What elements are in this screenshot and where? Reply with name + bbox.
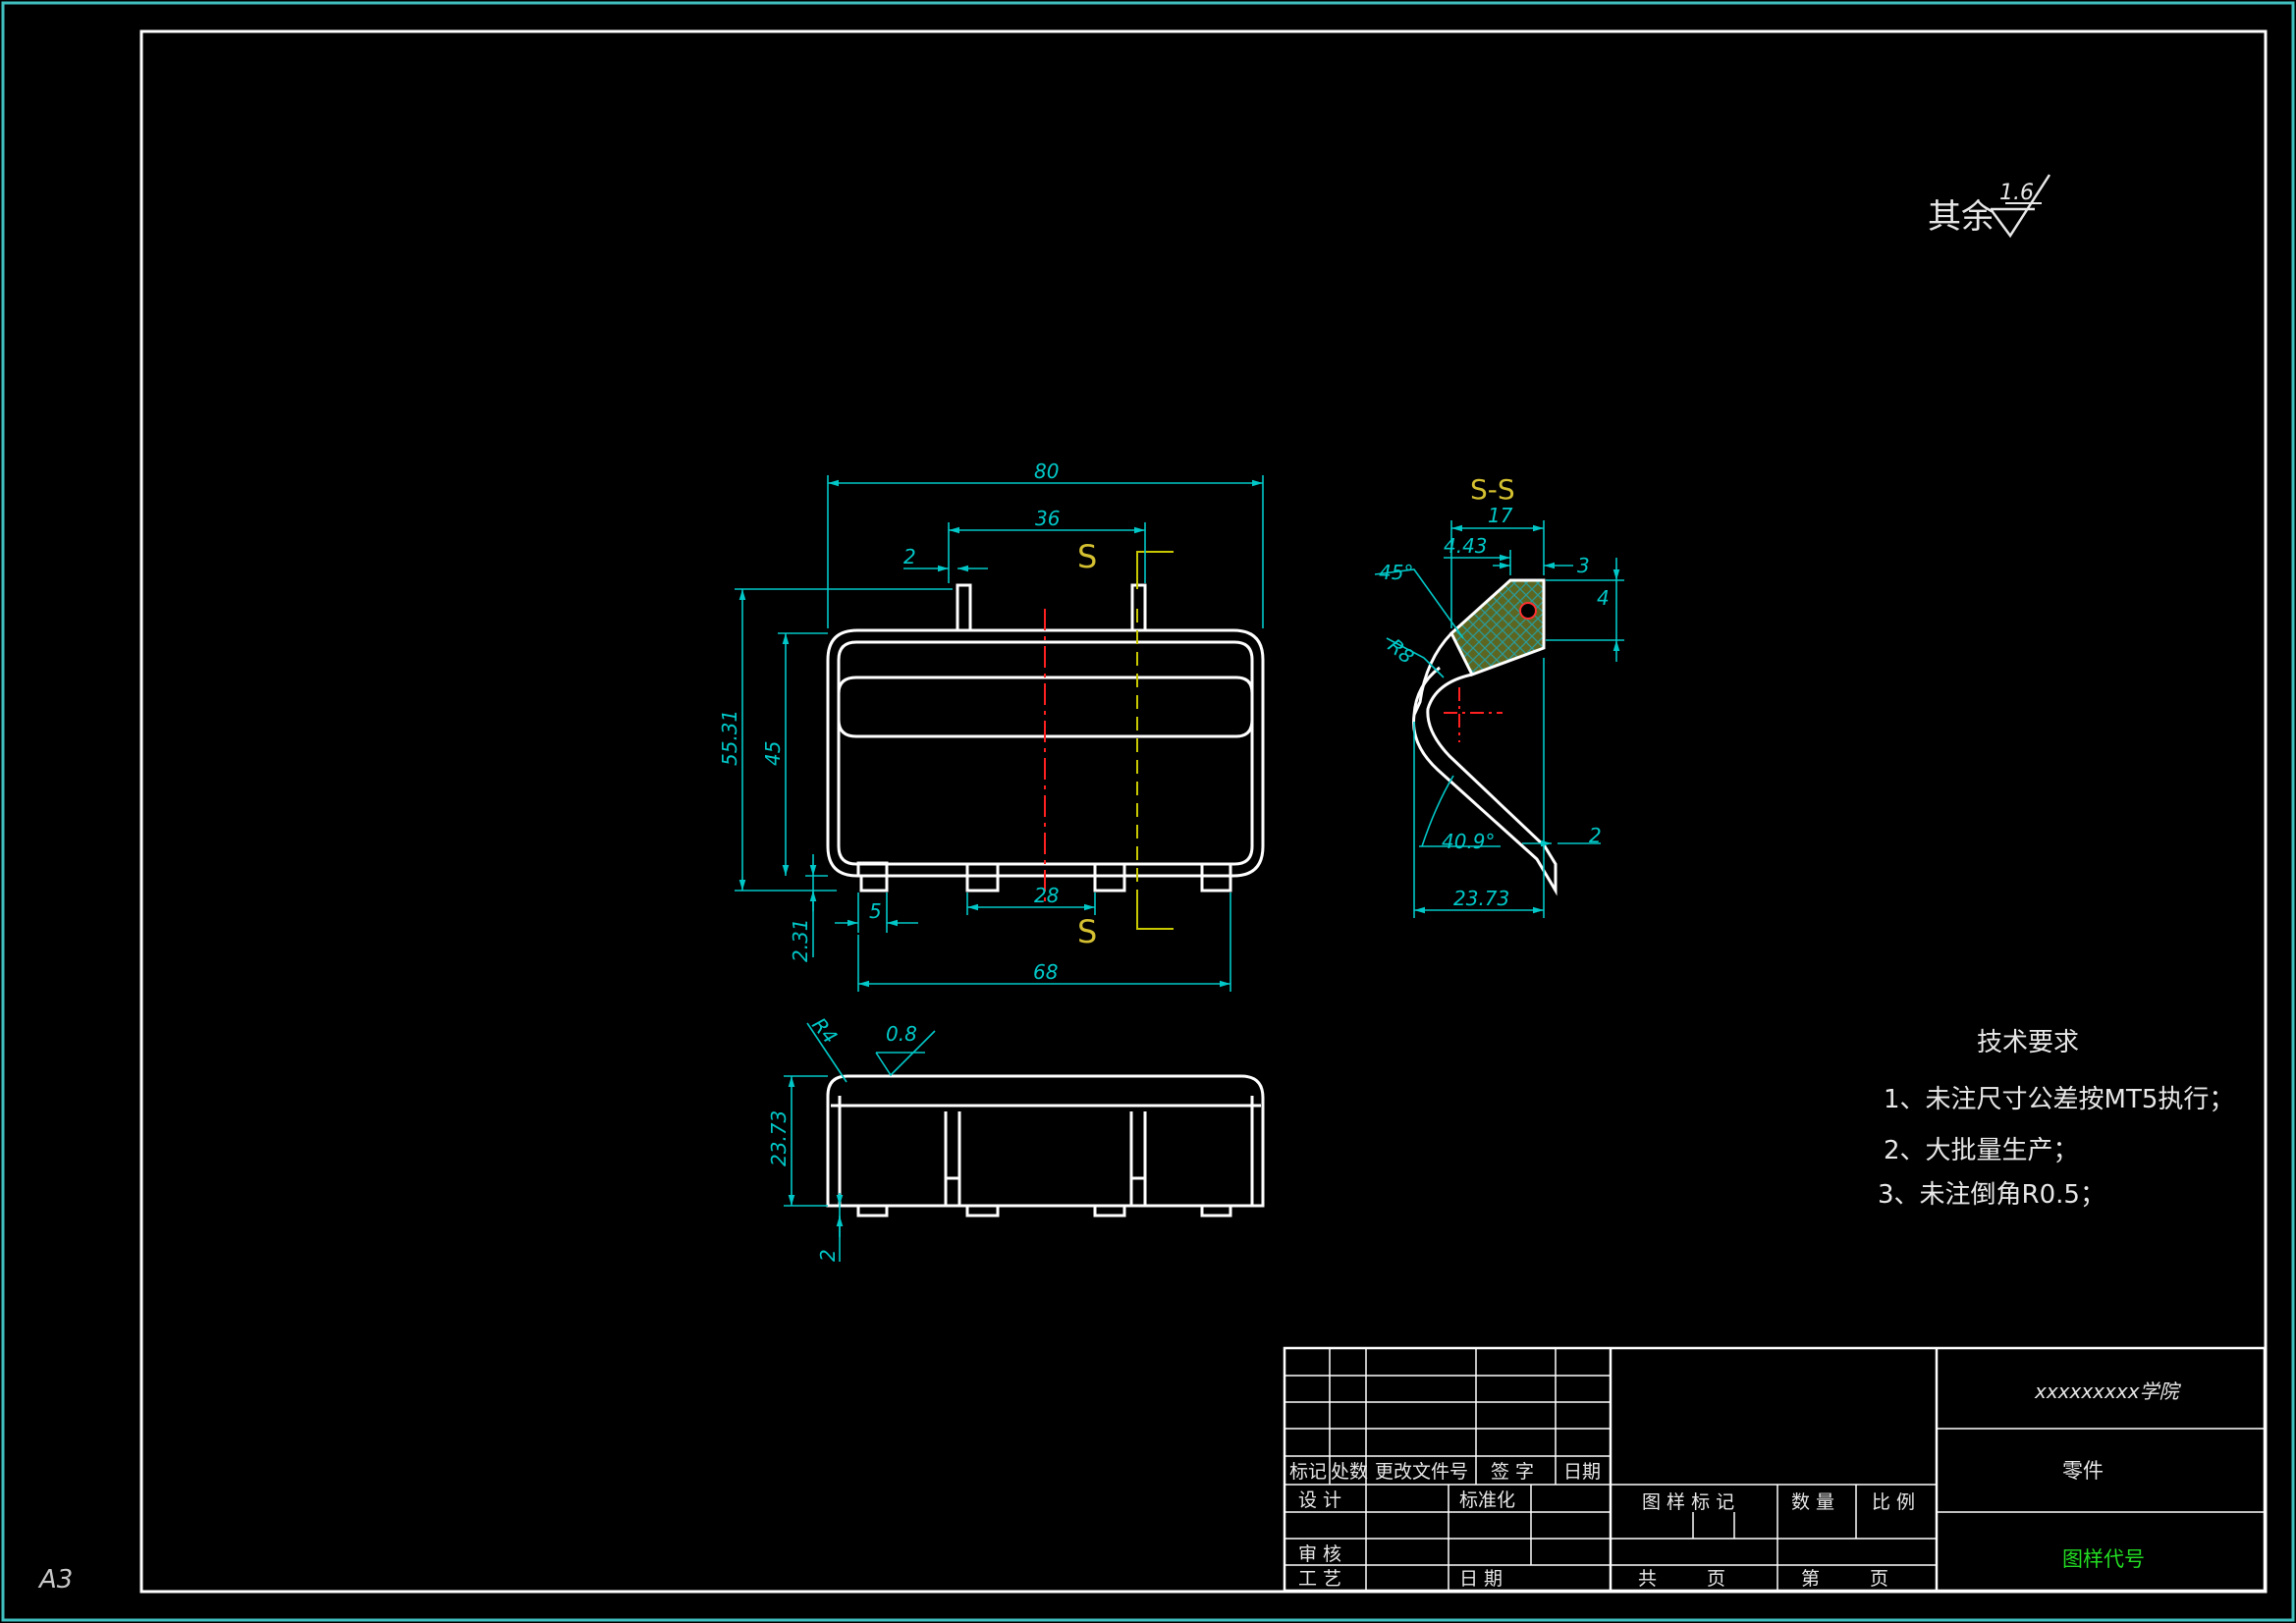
label-scale: 比 例 <box>1872 1491 1915 1513</box>
dim-overall-height: 55.31 <box>718 710 741 766</box>
bottom-view-outline <box>826 1074 1265 1217</box>
dim-bottom-roughness: 0.8 <box>886 1022 917 1046</box>
dim-width-bottom: 23.73 <box>1453 887 1509 910</box>
dim-tip-thickness: 2 <box>1589 824 1602 847</box>
label-process: 工 艺 <box>1298 1568 1341 1590</box>
part-name: 零件 <box>2062 1459 2104 1483</box>
bottom-view: 23.73 R4 0.8 2 <box>767 1013 1265 1262</box>
front-view: S S 80 36 2 <box>718 460 1265 992</box>
dim-offset-a: 4.43 <box>1444 534 1488 558</box>
roughness-symbol-icon <box>1989 174 2051 239</box>
title-block: 标记 处数 更改文件号 签 字 日期 设 计 标准化 审 核 工 艺 日 期 图… <box>1283 1346 2267 1593</box>
dim-tab-width: 2 <box>903 545 916 568</box>
section-mark-top: S <box>1077 538 1097 575</box>
dim-foot-gap: 28 <box>1034 884 1059 907</box>
bottom-dimension-labels: 23.73 R4 0.8 2 <box>767 1013 917 1262</box>
front-view-outline <box>826 583 1265 893</box>
dim-tab-span: 36 <box>1035 507 1060 530</box>
section-cut-line-bottom <box>1136 895 1174 930</box>
roughness-note: 其余 1.6 <box>1928 174 2051 239</box>
rev-header-doc: 更改文件号 <box>1375 1461 1468 1483</box>
section-title: S-S <box>1470 473 1515 506</box>
drawing-frame <box>139 29 2268 1594</box>
drawing-number: 图样代号 <box>2062 1547 2145 1571</box>
rev-header-sign: 签 字 <box>1491 1461 1534 1483</box>
roughness-value: 1.6 <box>1999 181 2034 205</box>
section-dimensions <box>1374 520 1624 918</box>
tech-req-item-1: 1、未注尺寸公差按MT5执行； <box>1884 1085 2234 1114</box>
label-review: 审 核 <box>1298 1543 1341 1565</box>
sheet-size-label: A3 <box>37 1565 73 1595</box>
section-cut-line-top <box>1136 551 1174 589</box>
dim-body-height: 45 <box>761 741 785 766</box>
dim-bottom-height: 23.73 <box>767 1110 791 1166</box>
label-sheet: 第 <box>1801 1568 1820 1590</box>
section-hatched-area <box>1449 578 1546 676</box>
label-quantity: 数 量 <box>1791 1491 1834 1513</box>
section-mark-bottom: S <box>1077 913 1097 950</box>
front-dimension-labels: 80 36 2 55.31 45 2.31 5 28 68 <box>718 460 1060 984</box>
tech-req-title: 技术要求 <box>1977 1028 2079 1057</box>
technical-requirements: 技术要求 1、未注尺寸公差按MT5执行； 2、大批量生产； 3、未注倒角R0.5… <box>1878 1028 2234 1210</box>
dim-overall-width: 80 <box>1034 460 1059 483</box>
label-page: 页 <box>1707 1568 1725 1590</box>
dim-bottom-radius: R4 <box>807 1013 842 1049</box>
tech-req-item-3: 3、未注倒角R0.5； <box>1878 1180 2105 1210</box>
dim-offset-b: 3 <box>1577 554 1590 577</box>
roughness-prefix: 其余 <box>1928 197 1995 237</box>
section-hole <box>1519 602 1537 620</box>
bottom-dimensions <box>784 1022 936 1262</box>
label-standard: 标准化 <box>1459 1489 1515 1511</box>
dim-foot-offset: 2.31 <box>789 918 812 962</box>
dim-foot-span: 68 <box>1033 960 1058 984</box>
label-total: 共 <box>1638 1568 1657 1590</box>
dim-angle-top: 45° <box>1379 561 1413 584</box>
dim-thickness: 4 <box>1597 586 1610 610</box>
dim-angle-bottom: 40.9° <box>1442 830 1496 853</box>
label-date: 日 期 <box>1459 1568 1503 1590</box>
label-drawing-mark: 图 样 标 记 <box>1642 1491 1734 1513</box>
dim-width-top: 17 <box>1488 504 1513 527</box>
tech-req-item-2: 2、大批量生产； <box>1884 1136 2079 1165</box>
section-view: S-S 17 <box>1374 473 1624 918</box>
rev-header-mark: 标记 <box>1289 1461 1327 1483</box>
school-name: xxxxxxxxx学院 <box>2034 1380 2182 1403</box>
dim-bottom-foot: 2 <box>816 1249 840 1262</box>
rev-header-date: 日期 <box>1563 1461 1601 1483</box>
front-dimensions <box>735 475 1264 992</box>
label-sheet-page: 页 <box>1870 1568 1888 1590</box>
label-design: 设 计 <box>1298 1489 1341 1511</box>
rev-header-count: 处数 <box>1331 1461 1368 1483</box>
dim-foot-width: 5 <box>869 899 882 923</box>
